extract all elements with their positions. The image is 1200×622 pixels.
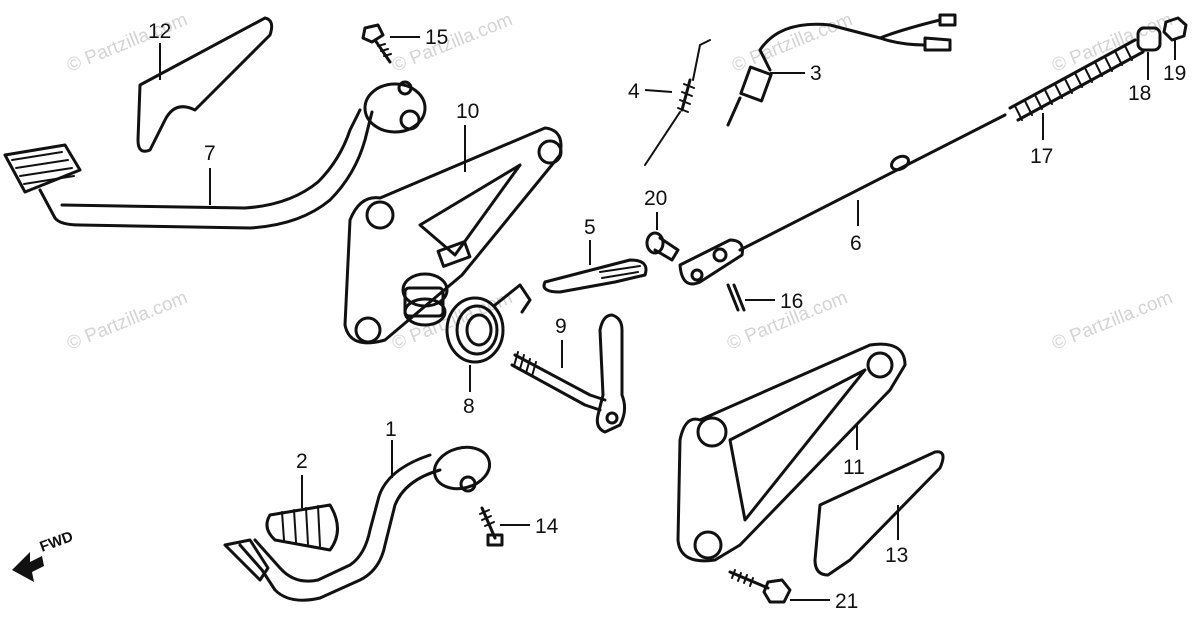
part-14-bolt[interactable] [479, 506, 504, 547]
watermark: © Partzilla.com [389, 9, 516, 76]
part-18-collar[interactable] [1136, 26, 1162, 52]
leader-lines [159, 36, 1176, 601]
callout-13: 13 [885, 544, 908, 567]
callout-18: 18 [1128, 82, 1151, 105]
part-16-cotter-pin[interactable] [726, 283, 746, 312]
fwd-label: FWD [38, 528, 76, 556]
part-21-bolt[interactable] [728, 569, 792, 604]
callout-14: 14 [535, 515, 559, 538]
part-4-spring[interactable] [644, 39, 711, 166]
part-12-heel-guard[interactable] [136, 16, 274, 153]
part-8-return-spring[interactable] [445, 283, 532, 364]
callout-17: 17 [1030, 145, 1053, 168]
callout-10: 10 [456, 100, 479, 123]
part-3-stop-switch[interactable] [726, 13, 957, 127]
part-1-shift-pedal[interactable] [223, 441, 494, 602]
part-9-brake-arm[interactable] [510, 313, 627, 434]
callout-8: 8 [463, 395, 475, 418]
callout-21: 21 [835, 590, 858, 613]
callout-2: 2 [296, 450, 308, 473]
part-19-nut[interactable] [1162, 16, 1188, 42]
watermark: © Partzilla.com [64, 287, 191, 354]
callout-19: 19 [1163, 62, 1186, 85]
callout-16: 16 [780, 290, 803, 313]
callout-7: 7 [204, 142, 216, 165]
watermarks: © Partzilla.com © Partzilla.com © Partzi… [64, 9, 1176, 354]
part-5-plate[interactable] [542, 258, 648, 294]
callout-15: 15 [425, 26, 448, 49]
part-2-shift-rubber[interactable] [265, 503, 339, 552]
part-11-footpeg-bracket[interactable] [676, 342, 907, 563]
watermark: © Partzilla.com [1049, 9, 1176, 76]
callout-4: 4 [628, 80, 640, 103]
part-17-spring[interactable] [1008, 38, 1145, 122]
part-13-plate[interactable] [813, 450, 945, 577]
part-7-brake-pedal[interactable] [3, 80, 427, 230]
callout-5: 5 [584, 216, 596, 239]
callout-11: 11 [843, 456, 865, 479]
callout-12: 12 [148, 20, 171, 43]
callout-labels: 12 7 15 10 4 3 5 20 6 16 9 8 11 13 1 2 1… [148, 20, 1186, 613]
callout-3: 3 [810, 62, 822, 85]
callout-1: 1 [385, 418, 397, 441]
watermark: © Partzilla.com [729, 9, 856, 76]
part-20-pin[interactable] [645, 231, 680, 262]
watermark: © Partzilla.com [1049, 287, 1176, 354]
fwd-arrow: FWD [12, 528, 76, 582]
callout-9: 9 [555, 315, 567, 338]
callout-6: 6 [850, 232, 862, 255]
part-15-bolt[interactable] [361, 23, 392, 64]
part-6-brake-rod[interactable] [678, 113, 1007, 286]
callout-20: 20 [644, 187, 667, 210]
part-10-footpeg-bracket[interactable] [343, 126, 563, 345]
